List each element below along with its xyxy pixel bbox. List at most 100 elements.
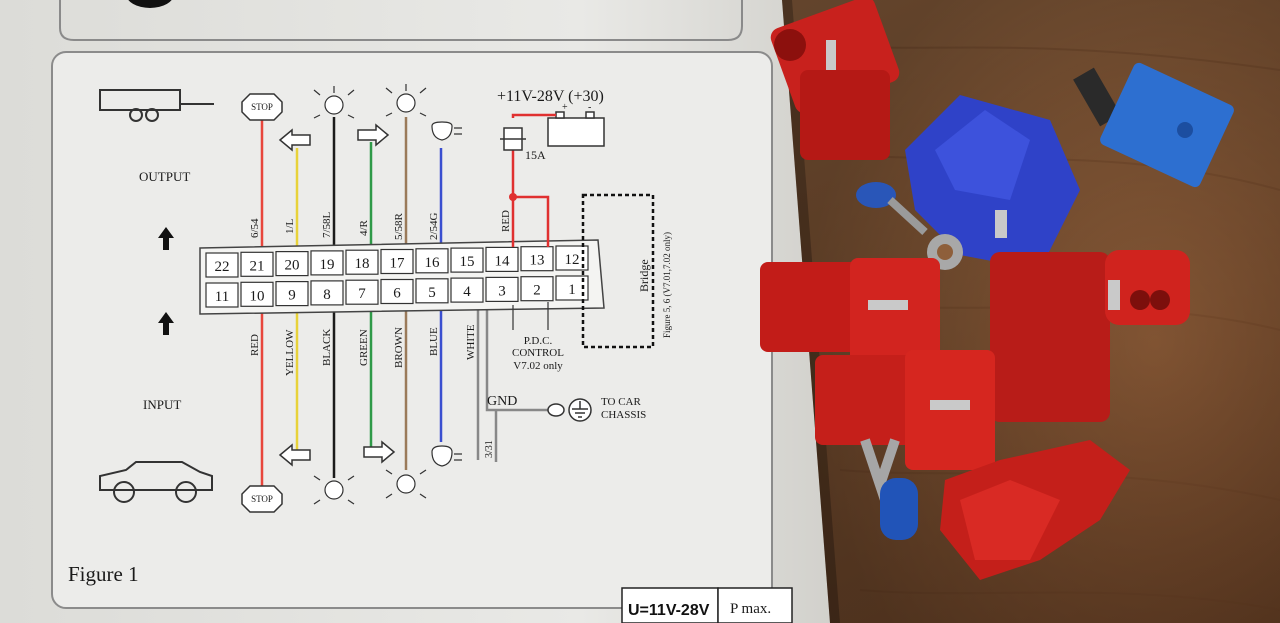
wire-color-label: BROWN [393, 327, 405, 368]
connector-pin [450, 277, 484, 303]
lamp-icon [313, 475, 355, 505]
pin-number: 22 [215, 259, 230, 275]
bridge-box [581, 193, 655, 349]
figure-caption: Figure 1 [68, 562, 139, 586]
pin-number: 2 [533, 283, 541, 299]
junction-dot [509, 193, 517, 201]
pin-number: 13 [530, 253, 545, 269]
pin-number: 11 [215, 289, 229, 305]
connector-pin [205, 282, 239, 308]
pin-number: 5 [428, 285, 436, 301]
arrow-up-icon [158, 312, 174, 335]
blue-blade-fuse [1073, 62, 1234, 188]
pdc-line: V7.02 only [513, 360, 563, 372]
arrow-right-icon [357, 123, 390, 147]
pin-number: 21 [250, 258, 265, 274]
car-icon [99, 461, 213, 503]
battery-plus: + [562, 102, 568, 113]
red-splice-connector [990, 250, 1190, 422]
pin-number: 20 [285, 258, 300, 274]
pin-number: 16 [425, 255, 441, 271]
wire-code: 7/58L [321, 211, 333, 238]
connector-pin [275, 281, 309, 307]
connector-pin [485, 276, 519, 302]
chassis-line: CHASSIS [601, 409, 646, 421]
connector-pin [345, 279, 379, 305]
connector-pin [240, 251, 274, 277]
gnd-code: 3/31 [484, 440, 495, 458]
wire-color-label: YELLOW [284, 329, 296, 376]
pin-number: 14 [495, 253, 511, 269]
svg-text:STOP: STOP [251, 494, 273, 504]
pdc-line: CONTROL [512, 347, 564, 359]
pin-number: 10 [250, 288, 265, 304]
power-rating: P max. [730, 601, 771, 617]
pin-number: 18 [355, 256, 370, 272]
pin-number: 15 [460, 254, 475, 270]
battery-minus: - [588, 102, 591, 113]
wire-color-label: BLUE [428, 327, 440, 356]
stop-sign-top: STOP [241, 93, 283, 121]
connector-pin [380, 278, 414, 305]
blue-splice-connector [905, 95, 1080, 270]
arrow-left-icon [278, 128, 311, 152]
ground-lug-icon [547, 403, 565, 417]
wire-color-label: BLACK [321, 329, 333, 366]
pin-number: 1 [568, 282, 576, 298]
red-splice-connector [760, 258, 940, 368]
trailer-icon [99, 89, 214, 122]
wire-color-label: WHITE [465, 324, 477, 360]
pdc-line: P.D.C. [524, 335, 553, 347]
pin-number: 3 [498, 283, 506, 299]
ground-symbol-icon [568, 398, 592, 422]
pin-number: 9 [288, 288, 296, 304]
connector-pin [450, 247, 484, 273]
lamp-icon [385, 469, 427, 499]
lamp-icon [385, 84, 427, 117]
supply-label: +11V-28V (+30) [497, 88, 604, 105]
fuse-label: 15A [525, 148, 546, 162]
connector-pin [275, 251, 309, 277]
input-label: INPUT [143, 397, 181, 412]
output-label: OUTPUT [139, 169, 190, 184]
wire-code: 1/L [284, 218, 296, 234]
fog-lamp-icon [431, 121, 462, 141]
bridge-label: Bridge [637, 259, 651, 292]
pin-number: 8 [323, 287, 331, 303]
voltage-rating: U=11V-28V [628, 602, 710, 619]
pin-number: 6 [393, 286, 401, 302]
red-splice-connector [940, 440, 1130, 580]
wire-color-label: GREEN [358, 329, 370, 366]
pin-number: 4 [463, 284, 471, 300]
connector-pin [415, 248, 449, 274]
arrow-up-icon [158, 227, 174, 250]
wire-color-label: RED [249, 334, 261, 356]
red-splice-connector [815, 350, 995, 470]
arrow-right-icon [363, 440, 396, 464]
chassis-line: TO CAR [601, 396, 641, 408]
wire-code: 6/54 [249, 218, 261, 238]
red-wire-label: RED [500, 210, 512, 232]
rating-boxes [621, 587, 793, 623]
pin-number: 19 [320, 257, 335, 273]
pin-number: 12 [565, 252, 580, 268]
connector-pin [310, 280, 344, 306]
pin-number: 17 [390, 256, 406, 272]
blue-fork-terminal [860, 438, 918, 540]
red-splice-connector [770, 0, 900, 160]
header-circle-fragment [128, 0, 172, 8]
bridge-figure-note: Figure 5, 6 (V7.01,7.02 only) [662, 232, 672, 338]
pin-number: 7 [358, 286, 366, 302]
connector-pin [520, 276, 554, 302]
connector-pin [415, 278, 449, 304]
connector-pin [485, 246, 519, 272]
wire-code: 4/R [358, 219, 370, 236]
gnd-label: GND [487, 394, 517, 409]
wire-code: 5/58R [393, 212, 405, 240]
connector-pin [345, 249, 379, 275]
stop-sign-bottom: STOP [241, 485, 283, 513]
arrow-left-icon [278, 443, 311, 467]
connector-pin [310, 250, 344, 276]
wire-codes: 6/54 1/L 7/58L 4/R 5/58R 2/54G [249, 211, 440, 240]
